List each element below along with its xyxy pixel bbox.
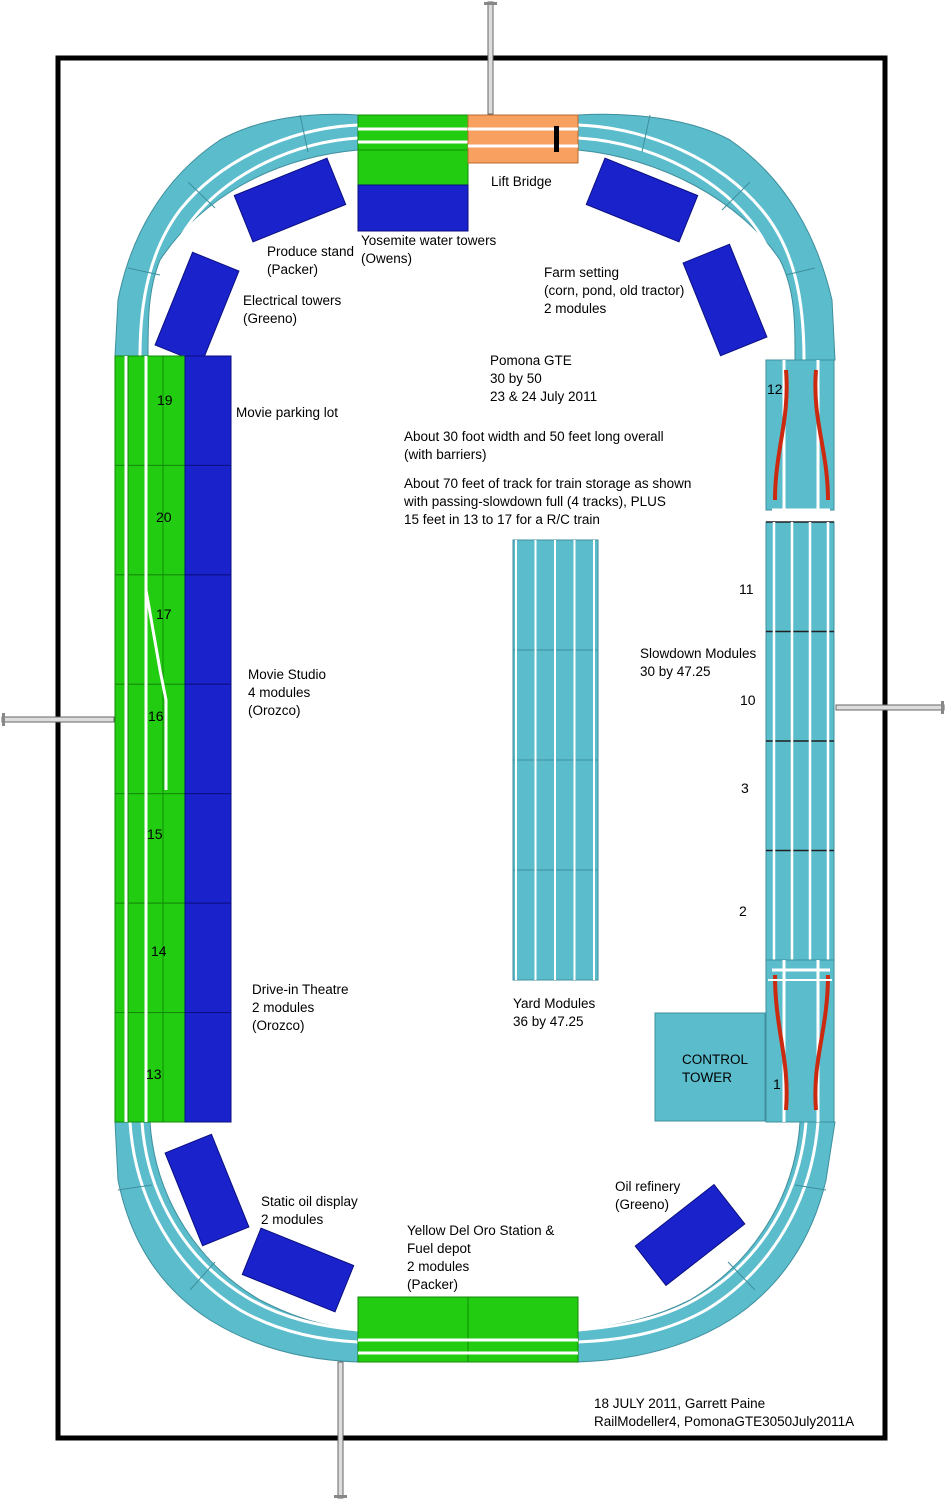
module-number-11: 11 xyxy=(739,581,754,597)
module-number-13: 13 xyxy=(146,1066,162,1082)
module-number-14: 14 xyxy=(151,943,167,959)
drive-in-label: Drive-in Theatre 2 modules (Orozco) xyxy=(252,982,349,1033)
track-storage-note: About 70 feet of track for train storage… xyxy=(404,476,692,527)
produce-stand-label: Produce stand (Packer) xyxy=(267,244,355,277)
scenery-block-2 xyxy=(184,574,232,685)
turnout-module-12 xyxy=(765,359,835,512)
entry-pole-right xyxy=(835,701,945,714)
lift-bridge-module xyxy=(467,114,579,164)
right-slowdown-modules xyxy=(765,521,835,961)
lift-bridge-label: Lift Bridge xyxy=(491,174,552,189)
left-scenery-column xyxy=(184,355,232,1123)
module-number-19: 19 xyxy=(157,392,173,408)
pomona-gte-label: Pomona GTE 30 by 50 23 & 24 July 2011 xyxy=(490,353,598,404)
module-number-20: 20 xyxy=(156,509,172,525)
slowdown-module-2 xyxy=(765,740,835,851)
oil-refinery-label: Oil refinery (Greeno) xyxy=(615,1179,681,1212)
yard-modules xyxy=(512,539,599,981)
slowdown-module-1 xyxy=(765,631,835,742)
yosemite-scenery-block xyxy=(357,184,469,232)
scenery-block-3 xyxy=(184,683,232,795)
scenery-block-5 xyxy=(184,902,232,1014)
module-number-16: 16 xyxy=(148,708,164,724)
credit-label: 18 JULY 2011, Garrett Paine RailModeller… xyxy=(594,1396,855,1429)
turnout-module-1 xyxy=(765,959,835,1123)
electrical-towers-block xyxy=(154,251,240,365)
module-number-12: 12 xyxy=(767,381,783,397)
yard-modules-label: Yard Modules 36 by 47.25 xyxy=(513,996,596,1029)
movie-studio-label: Movie Studio 4 modules (Orozco) xyxy=(248,667,327,718)
yosemite-label: Yosemite water towers (Owens) xyxy=(361,233,497,266)
control-tower-block xyxy=(654,1012,766,1122)
corner-curve-bottom-right xyxy=(577,1121,836,1363)
farm-block-2 xyxy=(682,243,768,357)
movie-parking-label: Movie parking lot xyxy=(236,405,339,420)
module-number-3: 3 xyxy=(741,780,749,796)
corner-curve-top-left xyxy=(114,113,359,357)
farm-block-1 xyxy=(585,157,699,243)
module-number-1: 1 xyxy=(773,1076,781,1092)
farm-setting-label: Farm setting (corn, pond, old tractor) 2… xyxy=(544,265,685,316)
static-oil-label: Static oil display 2 modules xyxy=(261,1194,358,1227)
del-oro-green-module xyxy=(357,1296,579,1363)
scenery-block-6 xyxy=(184,1012,232,1123)
static-oil-block-1 xyxy=(164,1133,250,1247)
outer-barrier xyxy=(55,55,888,1441)
overall-size-note: About 30 foot width and 50 feet long ove… xyxy=(404,429,664,462)
slowdown-module-3 xyxy=(765,850,835,961)
static-oil-block-2 xyxy=(241,1227,355,1313)
slowdown-module-0 xyxy=(765,521,835,632)
electrical-towers-label: Electrical towers (Greeno) xyxy=(243,293,342,326)
entry-pole-top xyxy=(484,1,497,115)
slowdown-label: Slowdown Modules 30 by 47.25 xyxy=(640,646,757,679)
scenery-block-0 xyxy=(184,355,232,466)
oil-refinery-block xyxy=(634,1183,746,1287)
scenery-block-1 xyxy=(184,464,232,576)
scenery-block-4 xyxy=(184,793,232,904)
left-green-modules xyxy=(114,355,186,1123)
produce-stand-block xyxy=(233,157,347,243)
del-oro-label: Yellow Del Oro Station & Fuel depot 2 mo… xyxy=(407,1223,555,1292)
entry-pole-bottom xyxy=(334,1361,347,1499)
module-number-2: 2 xyxy=(739,903,747,919)
control-tower-label: CONTROL TOWER xyxy=(682,1052,749,1085)
module-number-15: 15 xyxy=(147,826,163,842)
entry-pole-left xyxy=(1,713,115,726)
corner-curve-top-right xyxy=(577,113,836,361)
yosemite-green-module xyxy=(357,114,469,186)
module-number-10: 10 xyxy=(740,692,756,708)
corner-curve-bottom-left xyxy=(114,1121,359,1363)
module-number-17: 17 xyxy=(156,606,172,622)
